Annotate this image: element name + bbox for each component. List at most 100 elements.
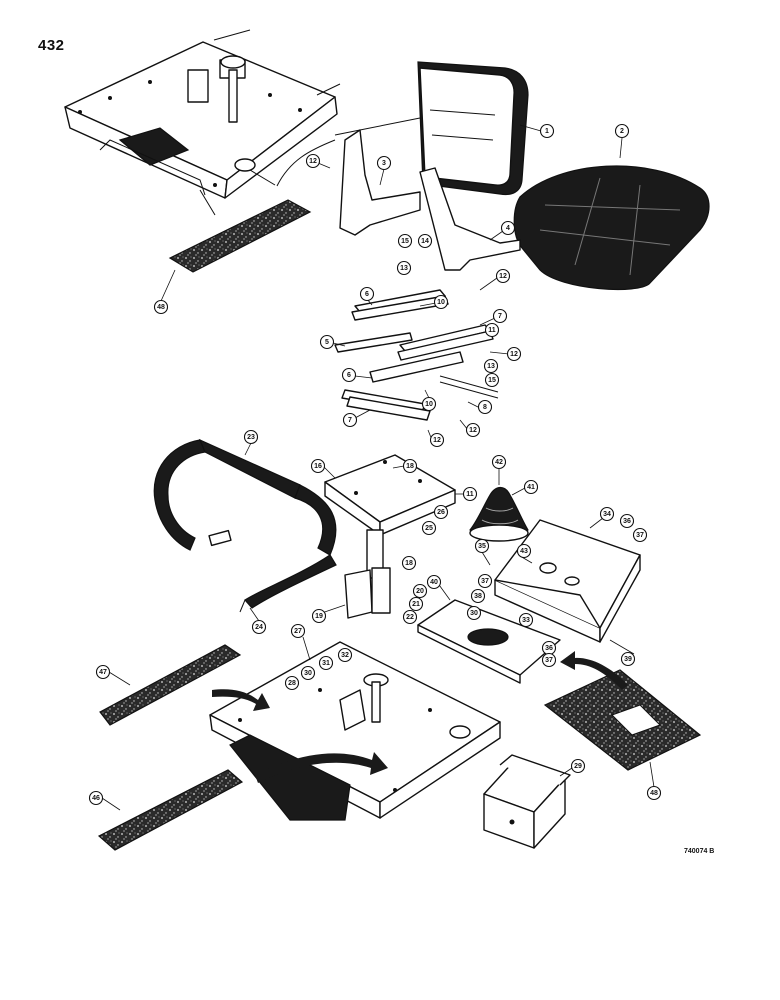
callout-text: 28 (288, 680, 296, 687)
callout-circle (284, 675, 300, 691)
callout-11: 11 (462, 486, 478, 502)
callout-circle (466, 605, 482, 621)
callout-text: 7 (498, 313, 502, 320)
callout-6: 6 (341, 367, 357, 383)
callout-47: 47 (95, 664, 111, 680)
callout-text: 2 (620, 128, 624, 135)
callout-4: 4 (500, 220, 516, 236)
callout-circle (570, 758, 586, 774)
callout-15: 15 (397, 233, 413, 249)
callout-circle (401, 555, 417, 571)
shift-boot (469, 486, 529, 542)
callout-text: 34 (603, 511, 611, 518)
seat-back (417, 61, 529, 196)
callout-31: 31 (318, 655, 334, 671)
callout-circle (492, 308, 508, 324)
callout-text: 23 (247, 434, 255, 441)
callout-12: 12 (305, 153, 321, 169)
callout-circle (290, 623, 306, 639)
callout-text: 33 (522, 617, 530, 624)
callout-34: 34 (599, 506, 615, 522)
callout-text: 39 (624, 656, 632, 663)
callout-37: 37 (632, 527, 648, 543)
callout-14: 14 (417, 233, 433, 249)
callout-29: 29 (570, 758, 586, 774)
callout-circle (620, 651, 636, 667)
slide-plate (334, 332, 413, 353)
callout-circle (477, 399, 493, 415)
callout-text: 26 (437, 509, 445, 516)
callout-text: 30 (470, 610, 478, 617)
callout-circle (433, 504, 449, 520)
callout-text: 3 (382, 160, 386, 167)
callout-circle (619, 513, 635, 529)
callout-circle (421, 396, 437, 412)
callout-12: 12 (506, 346, 522, 362)
seat-rail-upper (351, 289, 449, 321)
callout-text: 22 (406, 614, 414, 621)
callout-circle (300, 665, 316, 681)
callout-circle (484, 322, 500, 338)
callout-10: 10 (421, 396, 437, 412)
callout-circle (477, 573, 493, 589)
callout-text: 6 (365, 291, 369, 298)
callout-text: 7 (348, 417, 352, 424)
cover-plate (417, 599, 561, 684)
callout-18: 18 (401, 555, 417, 571)
callout-circle (359, 286, 375, 302)
callout-24: 24 (251, 619, 267, 635)
callout-circle (541, 652, 557, 668)
callout-circle (397, 233, 413, 249)
callout-text: 18 (406, 463, 414, 470)
callout-circle (337, 647, 353, 663)
seat-cushion (513, 165, 710, 291)
callout-text: 41 (527, 484, 535, 491)
callout-text: 37 (545, 657, 553, 664)
callout-19: 19 (311, 608, 327, 624)
console-panel (494, 519, 641, 643)
callout-circle (462, 486, 478, 502)
callout-circle (495, 268, 511, 284)
callout-text: 10 (425, 401, 433, 408)
callout-circle (516, 543, 532, 559)
lower-platform (209, 641, 501, 821)
callout-text: 4 (506, 225, 510, 232)
callout-circle (305, 153, 321, 169)
callout-circle (465, 422, 481, 438)
callout-text: 14 (421, 238, 429, 245)
callout-32: 32 (337, 647, 353, 663)
callout-circle (421, 520, 437, 536)
upper-platform-reference (64, 29, 341, 216)
seat-bracket-left (334, 117, 421, 236)
callout-circle (376, 155, 392, 171)
seat-rail-upper-right (397, 324, 494, 361)
floor-mat-46 (97, 769, 244, 851)
callout-text: 8 (483, 404, 487, 411)
callout-circle (408, 596, 424, 612)
callout-circle (88, 790, 104, 806)
callout-circle (341, 367, 357, 383)
callout-1: 1 (539, 123, 555, 139)
callout-circle (470, 588, 486, 604)
callout-text: 6 (347, 372, 351, 379)
callout-circle (599, 506, 615, 522)
floor-mat-48-upper (168, 199, 312, 273)
callout-circle (319, 334, 335, 350)
callout-circle (396, 260, 412, 276)
callout-circle (426, 574, 442, 590)
callout-36: 36 (619, 513, 635, 529)
callout-8: 8 (477, 399, 493, 415)
callout-37: 37 (477, 573, 493, 589)
callout-circle (474, 538, 490, 554)
callout-text: 37 (636, 532, 644, 539)
callout-text: 24 (255, 624, 263, 631)
callout-circle (95, 664, 111, 680)
callout-7: 7 (342, 412, 358, 428)
callout-text: 27 (294, 628, 302, 635)
callout-33: 33 (518, 612, 534, 628)
rail-mount-plate (369, 351, 464, 383)
callout-28: 28 (284, 675, 300, 691)
callout-text: 18 (405, 560, 413, 567)
callout-circle (310, 458, 326, 474)
